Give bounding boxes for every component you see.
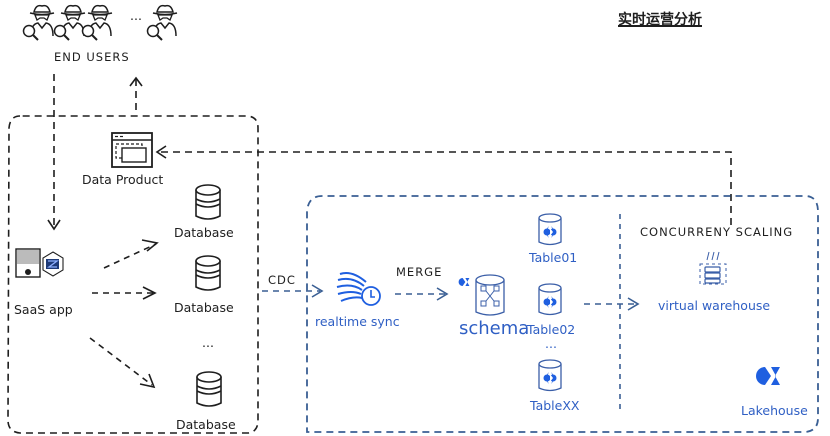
lakehouse-label: Lakehouse: [741, 403, 808, 418]
schema-label: schema: [459, 318, 530, 339]
database-icon-3: [196, 371, 222, 407]
realtime-sync-label: realtime sync: [315, 314, 400, 329]
data-product-label: Data Product: [82, 172, 164, 187]
lakehouse-logo-icon: [756, 367, 780, 385]
database-label-1: Database: [174, 225, 234, 240]
concurrency-scaling-label: CONCURRENY SCALING: [640, 225, 794, 239]
end-users-icons: [22, 4, 178, 41]
table-icon-2: [538, 283, 562, 316]
schema-icon: [458, 274, 505, 316]
source-group-border: [7, 115, 259, 434]
table-label-2: Table02: [527, 322, 576, 337]
scaling-to-product-arrow: [158, 151, 732, 225]
virtual-warehouse-icon: [699, 251, 727, 285]
end-users-ellipsis: ...: [130, 8, 142, 23]
table-icon-1: [538, 213, 562, 246]
database-icon-1: [195, 184, 221, 220]
end-users-label: END USERS: [54, 50, 130, 64]
saas-app-label: SaaS app: [14, 302, 73, 317]
cdc-label: CDC: [268, 273, 296, 287]
lakehouse-group-border: [306, 195, 819, 433]
database-label-3: Database: [176, 417, 236, 432]
database-ellipsis: ...: [202, 335, 214, 350]
database-label-2: Database: [174, 300, 234, 315]
realtime-sync-icon: [336, 272, 381, 306]
table-label-1: Table01: [529, 250, 578, 265]
tables-ellipsis: ...: [545, 336, 557, 351]
merge-label: MERGE: [396, 265, 443, 279]
table-icon-3: [538, 359, 562, 392]
page-title: 实时运营分析: [618, 12, 702, 28]
data-product-icon: [111, 132, 153, 168]
table-label-3: TableXX: [530, 398, 580, 413]
database-icon-2: [195, 255, 221, 291]
virtual-warehouse-label: virtual warehouse: [658, 298, 771, 313]
saas-app-icon: [15, 248, 64, 278]
